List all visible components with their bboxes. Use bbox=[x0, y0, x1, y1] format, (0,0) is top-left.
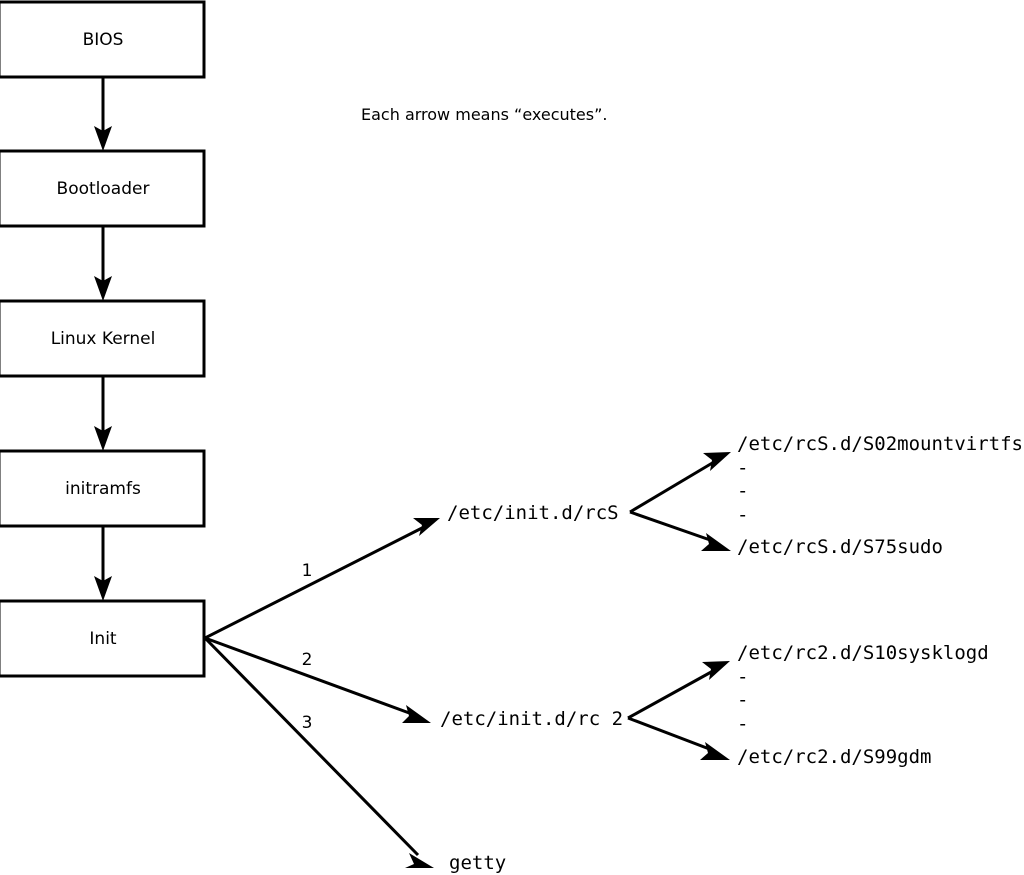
node-initramfs-label: initramfs bbox=[65, 479, 141, 499]
node-bootloader[interactable]: Bootloader bbox=[0, 149, 206, 228]
legend-note: Each arrow means “executes”. bbox=[361, 105, 607, 124]
label-rc2-ellipsis-1: - bbox=[737, 666, 748, 688]
edge-label-1: 1 bbox=[302, 561, 313, 581]
edge-rc2-to-first-script bbox=[627, 661, 730, 720]
node-initramfs-rect bbox=[0, 449, 206, 528]
node-bios-rect bbox=[0, 0, 206, 79]
label-rcs-script-first: /etc/rcS.d/S02mountvirtfs bbox=[737, 433, 1023, 455]
node-init-rect bbox=[0, 599, 206, 678]
edge-init-to-rc2 bbox=[204, 636, 431, 723]
node-bios-label: BIOS bbox=[83, 30, 124, 50]
edge-rcs-to-first-script bbox=[629, 452, 731, 514]
label-rc2-script-last: /etc/rc2.d/S99gdm bbox=[737, 746, 931, 768]
edge-bios-to-bootloader bbox=[94, 77, 112, 151]
edge-rcs-to-last-script bbox=[629, 510, 731, 551]
label-rcs-ellipsis-2: - bbox=[737, 480, 748, 502]
node-initramfs[interactable]: initramfs bbox=[0, 449, 206, 528]
edge-init-to-getty bbox=[203, 636, 434, 868]
edge-label-3: 3 bbox=[302, 713, 313, 733]
edge-init-to-rcs bbox=[204, 518, 440, 640]
node-bootloader-label: Bootloader bbox=[57, 179, 150, 199]
node-init-label: Init bbox=[89, 629, 117, 649]
node-init[interactable]: Init bbox=[0, 599, 206, 678]
node-bios[interactable]: BIOS bbox=[0, 0, 206, 79]
node-linux-kernel[interactable]: Linux Kernel bbox=[0, 299, 206, 378]
edge-initramfs-to-init bbox=[94, 527, 112, 601]
edge-label-2: 2 bbox=[302, 650, 313, 670]
label-rcs-ellipsis-1: - bbox=[737, 457, 748, 479]
label-init-d-rc2: /etc/init.d/rc 2 bbox=[440, 708, 623, 730]
label-rc2-ellipsis-3: - bbox=[737, 713, 748, 735]
label-rc2-script-first: /etc/rc2.d/S10sysklogd bbox=[737, 642, 989, 664]
label-rcs-script-last: /etc/rcS.d/S75sudo bbox=[737, 536, 943, 558]
label-rcs-ellipsis-3: - bbox=[737, 504, 748, 526]
label-rc2-ellipsis-2: - bbox=[737, 689, 748, 711]
node-linux-kernel-label: Linux Kernel bbox=[51, 329, 156, 349]
edge-bootloader-to-kernel bbox=[94, 227, 112, 301]
node-linux-kernel-rect bbox=[0, 299, 206, 378]
edge-rc2-to-last-script bbox=[627, 716, 730, 760]
edge-kernel-to-initramfs bbox=[94, 377, 112, 451]
label-getty: getty bbox=[449, 852, 506, 874]
label-init-d-rcs: /etc/init.d/rcS bbox=[447, 502, 619, 524]
node-bootloader-rect bbox=[0, 149, 206, 228]
